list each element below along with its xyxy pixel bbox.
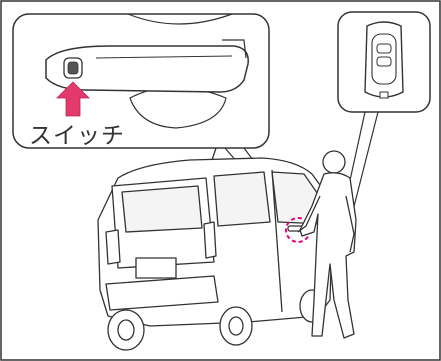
van-side-window-rear <box>214 172 270 226</box>
smart-key-ring <box>380 92 388 98</box>
van-rear-window <box>122 186 202 232</box>
van-wheel-rear-right-hub <box>229 317 243 335</box>
van-tail-light-right <box>204 222 216 258</box>
van-wheel-rear-left-hub <box>118 320 134 340</box>
person-head <box>323 151 345 173</box>
van-illustration <box>98 148 332 350</box>
van-antenna <box>212 148 216 160</box>
request-switch-button-face <box>68 62 78 74</box>
van-license-plate <box>136 258 176 278</box>
key-callout-panel <box>338 12 430 112</box>
smart-key-button-bottom <box>377 57 391 66</box>
smart-key-button-top <box>377 44 391 53</box>
van-tail-light-left <box>106 230 120 264</box>
switch-label: スイッチ <box>29 116 125 150</box>
